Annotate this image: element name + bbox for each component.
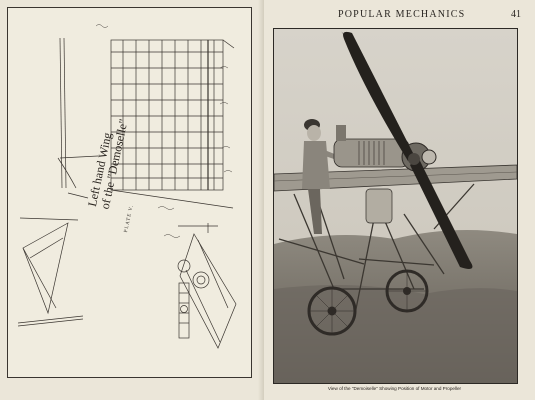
left-page: Left hand Wing of the "Demoselle" PLATE … (0, 0, 264, 400)
magazine-title: POPULAR MECHANICS (338, 9, 466, 20)
propeller (341, 31, 473, 269)
pilot-figure (302, 119, 342, 234)
plate-drawing (7, 7, 252, 378)
demoiselle-monoplane-illustration (274, 29, 517, 383)
motor (333, 125, 437, 224)
wing-technical-drawing (17, 24, 237, 349)
photo-caption: View of the "Demoiselle" Showing Positio… (327, 386, 462, 391)
page-number: 41 (511, 9, 521, 20)
page-header: POPULAR MECHANICS 41 (264, 7, 535, 23)
airplane-photo (273, 28, 518, 384)
